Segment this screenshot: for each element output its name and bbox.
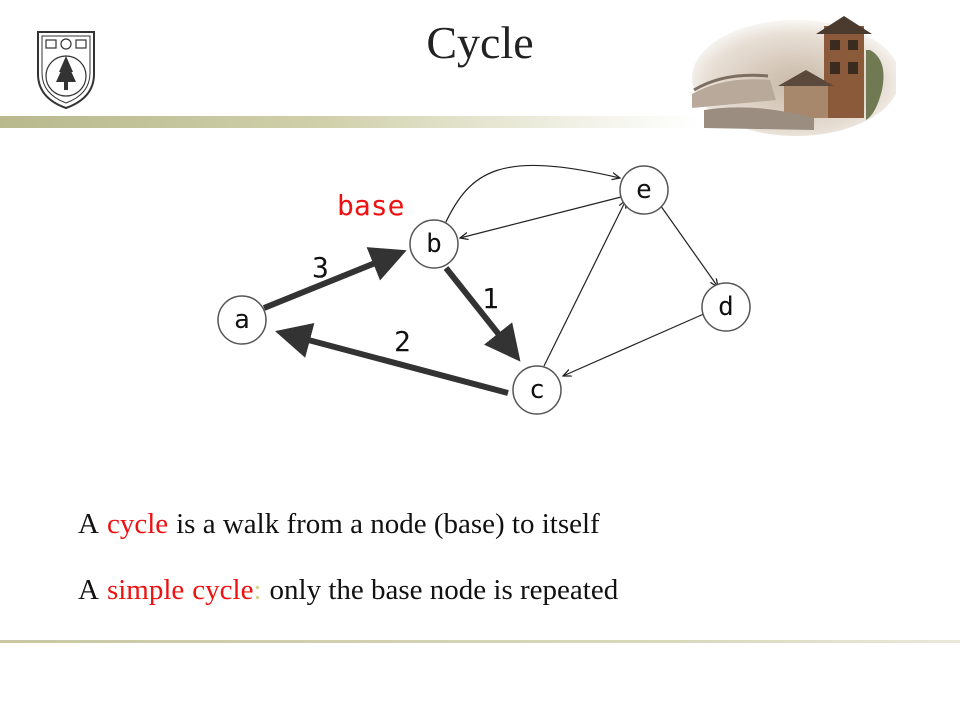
term-cycle: cycle bbox=[106, 508, 169, 540]
edge-d-to-c bbox=[563, 312, 707, 376]
edge-weight-c-a: 2 bbox=[394, 325, 411, 358]
term-cycle: cycle bbox=[192, 574, 254, 606]
edge-a-to-b bbox=[262, 247, 407, 311]
definition-simple-cycle-text: only the base node is repeated bbox=[269, 574, 619, 606]
node-a-label: a bbox=[234, 305, 250, 335]
node-d-label: d bbox=[718, 292, 734, 322]
node-c[interactable]: c bbox=[512, 365, 562, 415]
edge-e-to-d bbox=[657, 201, 718, 287]
definition-cycle-text: is a walk from a node (base) to itself bbox=[176, 508, 600, 540]
node-b[interactable]: b bbox=[409, 219, 459, 269]
edge-c-to-a bbox=[275, 322, 509, 396]
node-d[interactable]: d bbox=[701, 282, 751, 332]
edge-b-to-c bbox=[443, 266, 521, 362]
term-simple: simple bbox=[106, 574, 185, 606]
edge-weight-b-c: 1 bbox=[482, 282, 499, 315]
node-e-label: e bbox=[636, 175, 652, 205]
edge-b-to-e bbox=[443, 164, 620, 227]
edge-c-to-e bbox=[543, 200, 626, 367]
page-title: Cycle bbox=[426, 17, 534, 68]
node-c-label: c bbox=[529, 375, 545, 405]
node-a[interactable]: a bbox=[217, 295, 267, 345]
header-divider bbox=[0, 116, 700, 128]
node-b-label: b bbox=[426, 229, 442, 259]
colon: : bbox=[253, 574, 262, 606]
edge-weight-a-b: 3 bbox=[312, 251, 329, 284]
node-e[interactable]: e bbox=[619, 165, 669, 215]
article-a: A bbox=[78, 508, 99, 540]
university-seal-icon bbox=[37, 31, 95, 110]
campus-gate-tower-photo bbox=[692, 16, 896, 136]
article-a: A bbox=[78, 574, 99, 606]
edge-e-to-b bbox=[460, 195, 626, 238]
base-label: base bbox=[337, 189, 404, 222]
graph-diagram: 3 1 2 base a b c d e bbox=[217, 164, 751, 415]
footer-divider bbox=[0, 640, 960, 643]
